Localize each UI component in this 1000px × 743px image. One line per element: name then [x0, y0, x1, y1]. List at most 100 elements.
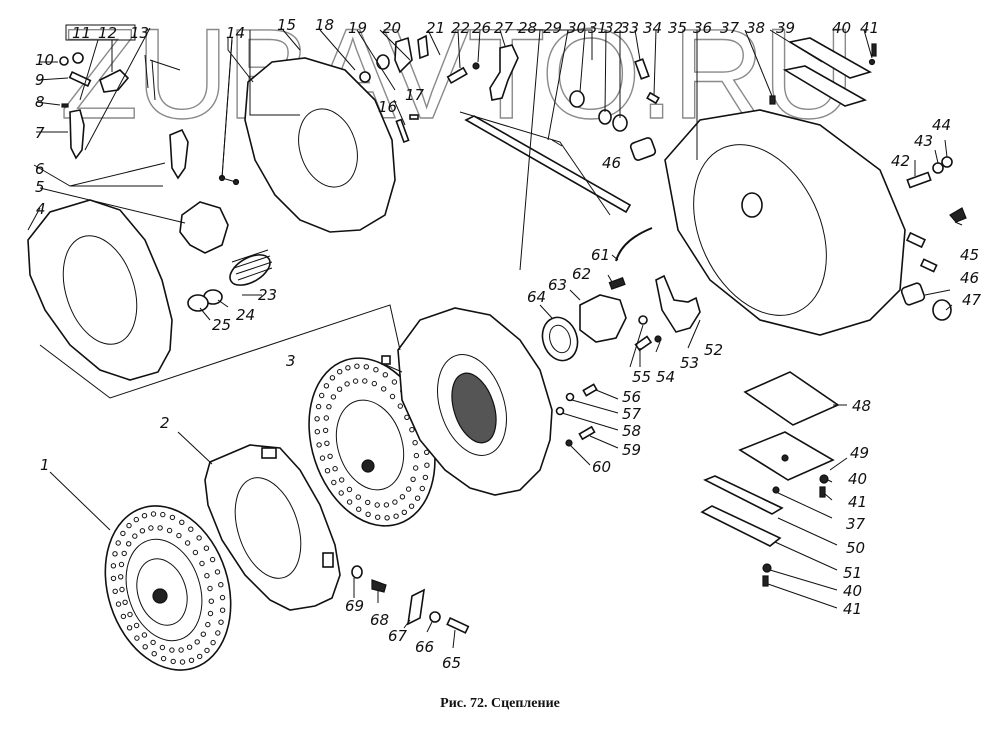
callout-23: 23	[258, 286, 277, 304]
callout-46-top: 46	[602, 154, 621, 172]
part-37-screw	[772, 486, 780, 494]
rivet-hole	[219, 594, 226, 601]
callout-66: 66	[415, 638, 434, 656]
callout-15: 15	[277, 16, 296, 34]
rivet-hole	[188, 657, 195, 663]
part-35-pin	[646, 91, 660, 105]
part-46-bushing	[629, 137, 657, 161]
part-68-spring-clip	[371, 579, 387, 593]
part-57-washer	[565, 392, 575, 402]
rivet-hole	[214, 569, 221, 575]
part-58-washer	[555, 406, 565, 416]
part-13-spring	[144, 54, 181, 101]
rivet-hole	[373, 367, 379, 373]
part-60-nut	[565, 439, 573, 447]
rivet-hole	[410, 476, 416, 482]
part-19-washer	[376, 54, 390, 70]
rivet-hole	[134, 635, 140, 641]
part-66-washer	[429, 611, 441, 623]
callout-24: 24	[236, 306, 255, 324]
rivet-hole	[414, 495, 421, 501]
callout-16: 16	[378, 98, 397, 116]
rivet-hole	[126, 541, 132, 547]
rivet-hole	[166, 527, 173, 534]
callout-26: 26	[472, 19, 491, 37]
rivet-hole	[409, 427, 415, 433]
part-15-clutch-cover-assembly	[244, 57, 396, 233]
rivet-hole	[204, 573, 210, 579]
rivet-hole	[120, 530, 126, 537]
rivet-hole	[218, 582, 224, 588]
part-41-screw-b	[762, 575, 769, 587]
rivet-hole	[326, 404, 332, 410]
callout-31: 31	[588, 19, 607, 37]
part-30-seal	[569, 90, 585, 108]
part-61-grease-tube	[615, 227, 653, 262]
part-25-ring	[187, 294, 209, 312]
callout-5: 5	[35, 178, 45, 196]
rivet-hole	[115, 601, 122, 607]
rivet-hole	[192, 549, 199, 556]
part-20-plate	[394, 36, 413, 74]
callout-64: 64	[527, 288, 546, 306]
rivet-hole	[363, 364, 369, 370]
rivet-hole	[159, 644, 166, 651]
part-36-clutch-housing	[664, 109, 906, 336]
callout-10: 10	[35, 51, 54, 69]
callout-32: 32	[604, 19, 623, 37]
part-64-bearing-seal	[541, 316, 579, 362]
rivet-hole	[169, 647, 175, 653]
rivet-hole	[331, 479, 337, 486]
part-45-fitting	[949, 207, 967, 223]
rivet-hole	[207, 610, 214, 617]
part-51-plate	[700, 505, 782, 547]
part-10-nut	[59, 56, 69, 66]
callout-56: 56	[622, 388, 641, 406]
rivet-hole	[413, 465, 419, 471]
callout-22: 22	[451, 19, 470, 37]
rivet-hole	[374, 502, 380, 508]
part-6-lever	[169, 128, 189, 180]
callout-52: 52	[704, 341, 723, 359]
rivet-hole	[184, 540, 191, 546]
rivet-hole	[118, 574, 124, 580]
callout-51: 51	[843, 564, 862, 582]
figure-caption: Рис. 72. Сцепление	[440, 696, 560, 711]
callout-17: 17	[405, 86, 425, 104]
rivet-hole	[324, 440, 330, 446]
part-56-bolt	[582, 383, 598, 397]
callout-69: 69	[345, 597, 364, 615]
callout-41-top: 41	[860, 19, 879, 37]
rivet-hole	[110, 575, 117, 582]
part-dowel-2	[919, 258, 938, 273]
callout-50: 50	[846, 539, 865, 557]
rivet-hole	[389, 393, 396, 400]
callout-55: 55	[632, 368, 651, 386]
rivet-hole	[160, 511, 166, 518]
rivet-hole	[346, 486, 353, 493]
rivet-hole	[397, 403, 403, 409]
callout-6: 6	[35, 160, 45, 178]
rivet-hole	[338, 490, 344, 496]
rivet-hole	[408, 503, 415, 509]
part-34-pin	[634, 58, 650, 80]
part-29-key	[551, 139, 563, 147]
part-5-adapter	[179, 201, 229, 254]
rivet-hole	[336, 386, 343, 392]
callout-labels: 1 2 3 4 5 6 7 8 9 10 11 12 13 14 15 16 1…	[35, 16, 982, 672]
callout-53: 53	[680, 354, 699, 372]
callout-21: 21	[426, 19, 445, 37]
callout-40-top: 40	[832, 19, 851, 37]
rivet-hole	[199, 560, 205, 567]
callout-4: 4	[36, 200, 46, 218]
rivet-hole	[324, 468, 331, 474]
part-17-pin	[409, 114, 419, 120]
rivet-hole	[196, 535, 202, 541]
part-21-clip	[417, 34, 429, 60]
callout-18: 18	[315, 16, 334, 34]
part-48-gasket	[743, 371, 840, 426]
rivet-hole	[319, 392, 325, 399]
rivet-hole	[365, 511, 371, 517]
rivet-hole	[132, 533, 138, 539]
